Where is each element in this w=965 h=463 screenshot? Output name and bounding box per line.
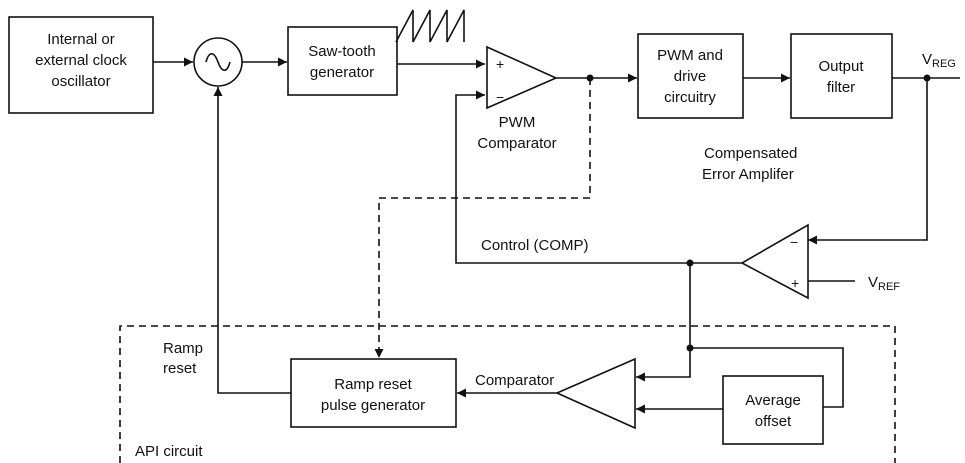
sawtooth-generator-block: Saw-tooth generator <box>287 26 398 96</box>
pwm-to-ramp-reset-dashed-wire <box>374 78 591 358</box>
error-amp-minus-sign: − <box>790 234 798 250</box>
oscillator-block: Internal or external clock oscillator <box>8 16 154 114</box>
error-amp-label-line-2: Error Amplifer <box>702 166 794 183</box>
sawtooth-waveform-icon <box>395 9 465 43</box>
output-filter-label-line-2: filter <box>827 79 855 96</box>
pwm-drive-label-line-3: circuitry <box>664 89 716 106</box>
control-comp-wire <box>455 90 742 264</box>
sawtooth-label-line-1: Saw-tooth <box>308 43 376 60</box>
sine-wave-icon <box>205 52 231 72</box>
sawtooth-label-line-2: generator <box>310 64 374 81</box>
ramp-reset-pulse-label-line-1: Ramp reset <box>334 376 412 393</box>
pwm-comparator-plus-sign: + <box>496 56 504 72</box>
pwm-drive-label-line-1: PWM and <box>657 47 723 64</box>
ramp-reset-label-line-2: reset <box>163 360 197 377</box>
oscillator-label-line-2: external clock <box>35 52 127 69</box>
vreg-feedback-wire <box>808 78 928 245</box>
api-comparator <box>555 357 636 430</box>
output-filter-block: Output filter <box>790 33 893 119</box>
error-amplifier: − + <box>740 223 809 300</box>
ramp-reset-pulse-generator-block: Ramp reset pulse generator <box>290 358 457 428</box>
api-circuit-label: API circuit <box>135 443 203 460</box>
error-amp-plus-sign: + <box>791 275 799 291</box>
vreg-label: VREG <box>922 51 956 70</box>
offset-loop-wire <box>690 347 844 408</box>
error-amp-label-line-1: Compensated <box>704 145 797 162</box>
pwm-drive-block: PWM and drive circuitry <box>637 33 744 119</box>
sine-source <box>193 37 243 87</box>
average-offset-label-line-1: Average <box>745 392 801 409</box>
average-offset-label-line-2: offset <box>755 413 792 430</box>
pwm-drive-label-line-2: drive <box>674 68 707 85</box>
control-comp-label: Control (COMP) <box>481 237 589 254</box>
average-offset-block: Average offset <box>722 375 824 445</box>
pwm-comparator-label-line-2: Comparator <box>477 135 556 152</box>
output-filter-label-line-1: Output <box>818 58 864 75</box>
pwm-comparator: + − <box>486 45 558 110</box>
vref-label: VREF <box>868 274 900 293</box>
pwm-comparator-minus-sign: − <box>496 89 504 105</box>
ramp-reset-label-line-1: Ramp <box>163 340 203 357</box>
ramp-reset-wire <box>213 87 291 394</box>
oscillator-label-line-3: oscillator <box>51 73 110 90</box>
pwm-comparator-label-line-1: PWM <box>499 114 536 131</box>
control-to-api-comparator-wire <box>636 263 691 382</box>
api-comparator-label: Comparator <box>475 372 554 389</box>
ramp-reset-pulse-label-line-2: pulse generator <box>321 397 425 414</box>
oscillator-label-line-1: Internal or <box>47 31 115 48</box>
